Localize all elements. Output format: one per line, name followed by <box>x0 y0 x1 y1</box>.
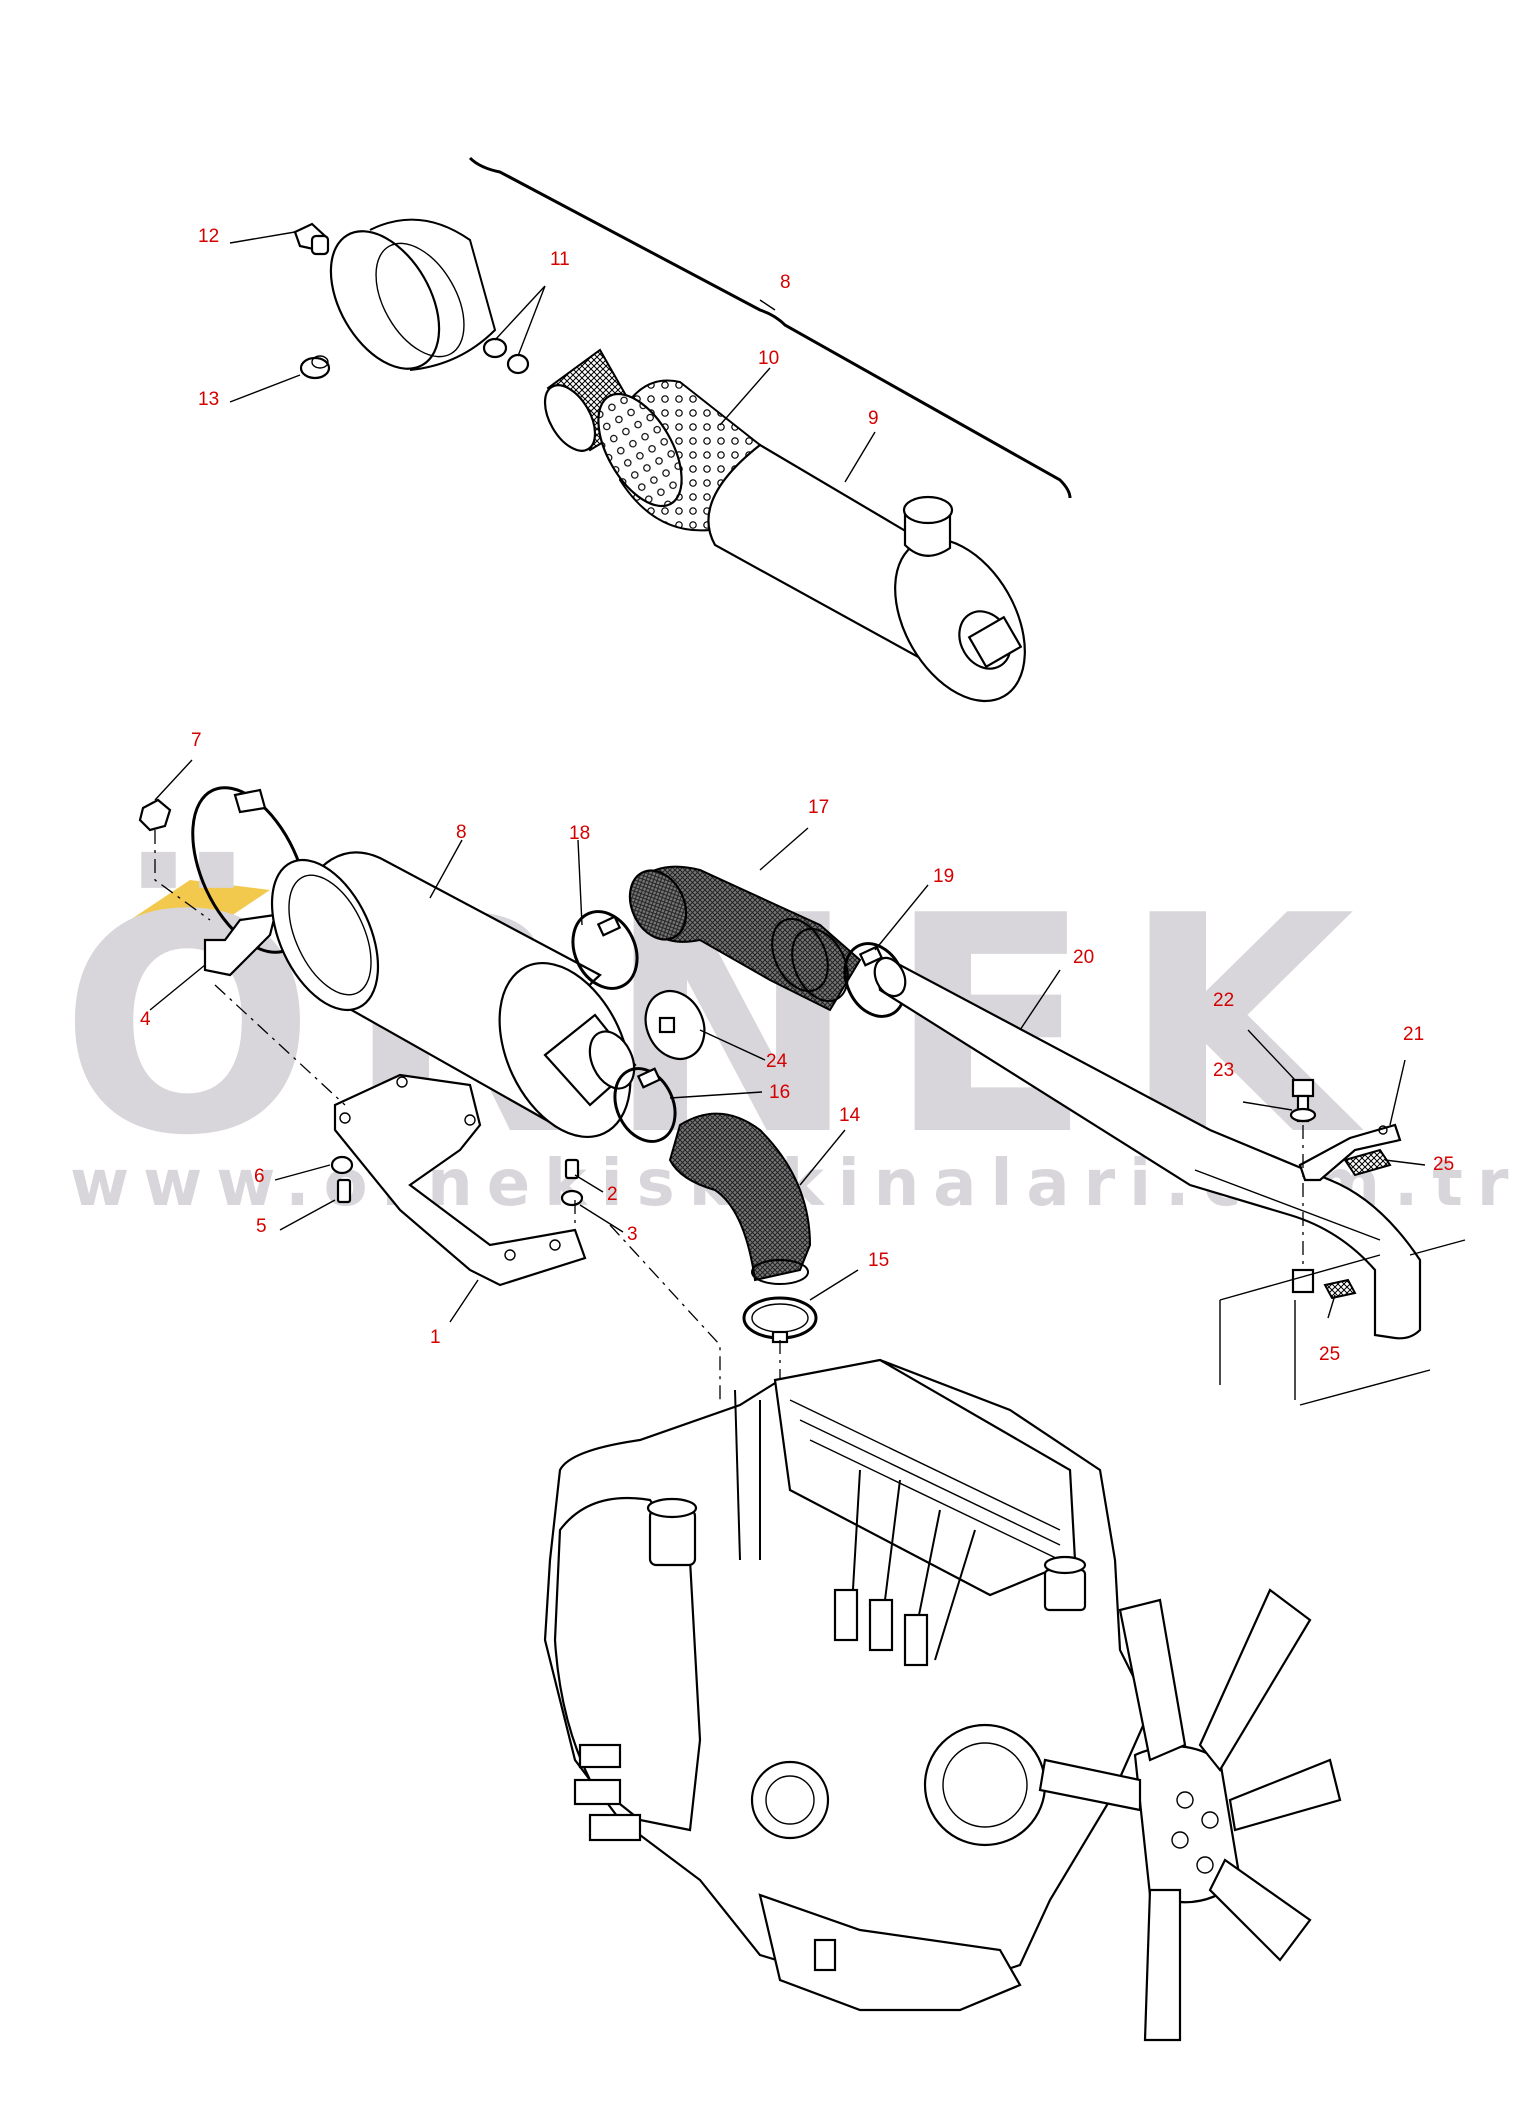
callout-15: 15 <box>868 1250 889 1271</box>
guide-lines <box>214 984 781 1520</box>
disc-24 <box>644 990 706 1060</box>
callout-3: 3 <box>627 1224 638 1245</box>
callout-16: 16 <box>769 1082 790 1103</box>
callout-12: 12 <box>198 226 219 247</box>
callout-17: 17 <box>808 797 829 818</box>
pad-25-lower <box>1291 1268 1357 1300</box>
callout-10: 10 <box>758 348 779 369</box>
callout-11: 11 <box>550 249 570 270</box>
callout-20: 20 <box>1073 947 1094 968</box>
top-leaders <box>229 231 876 483</box>
hose-17 <box>628 865 862 1012</box>
bottom-leaders <box>149 759 1426 1323</box>
pad-25-upper <box>1343 1148 1392 1177</box>
callout-2: 2 <box>607 1184 618 1205</box>
mounting-plate-1 <box>333 1073 587 1287</box>
bracket-21 <box>1298 1123 1402 1182</box>
fastener-12 <box>293 222 330 256</box>
nuts-11 <box>482 337 530 375</box>
watermark-accent <box>130 880 270 930</box>
callout-labels: 12 13 11 8 10 9 7 8 18 17 19 20 4 24 16 … <box>140 226 1454 1365</box>
callout-13: 13 <box>198 389 219 410</box>
callout-6: 6 <box>254 1166 265 1187</box>
tube-20 <box>873 956 1422 1340</box>
washer-3 <box>560 1189 584 1207</box>
bolt-5 <box>336 1178 352 1204</box>
ring-15 <box>742 1296 818 1344</box>
callout-24: 24 <box>766 1051 788 1072</box>
hose-14 <box>668 1112 812 1285</box>
bottom-assembly <box>138 759 1466 2042</box>
end-cap <box>329 218 497 371</box>
callout-8-top: 8 <box>780 272 791 293</box>
clamp-18 <box>571 910 639 990</box>
callout-4: 4 <box>140 1009 151 1030</box>
clamp-16 <box>613 1067 677 1143</box>
callout-19: 19 <box>933 866 954 887</box>
callout-25-upper: 25 <box>1433 1154 1454 1175</box>
filter-housing-9 <box>707 443 1026 703</box>
engine <box>543 1358 1342 2042</box>
callout-7: 7 <box>191 730 202 751</box>
washer-23 <box>1289 1107 1317 1275</box>
callout-5: 5 <box>256 1216 267 1237</box>
washer-6 <box>330 1155 354 1175</box>
air-filter-8 <box>270 851 637 1139</box>
callout-23: 23 <box>1213 1060 1234 1081</box>
callout-14: 14 <box>839 1105 861 1126</box>
top-assembly <box>229 156 1072 703</box>
frame-lines <box>1219 1239 1466 1406</box>
fastener-13 <box>299 355 331 380</box>
callout-25-lower: 25 <box>1319 1344 1340 1365</box>
callout-18: 18 <box>569 823 590 844</box>
nut-7 <box>138 798 211 921</box>
bolt-2 <box>564 1158 580 1180</box>
callout-8-bottom: 8 <box>456 822 467 843</box>
callout-21: 21 <box>1403 1024 1424 1045</box>
assembly-bracket <box>468 156 1072 499</box>
callout-9: 9 <box>868 408 879 429</box>
callout-22: 22 <box>1213 990 1234 1011</box>
callout-1: 1 <box>430 1327 441 1348</box>
